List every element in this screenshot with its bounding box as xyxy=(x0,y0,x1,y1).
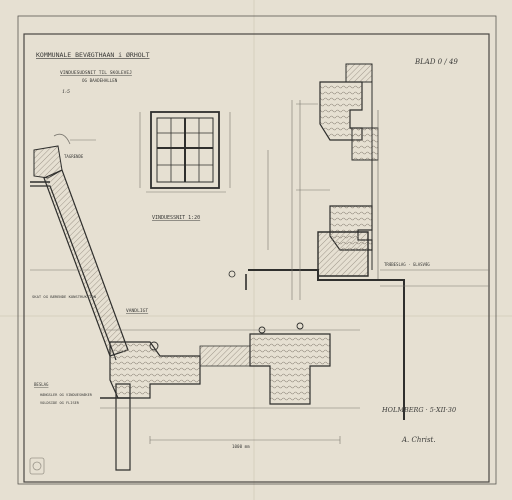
bottom-dimension: 1000 mm xyxy=(232,444,250,449)
side-note: SKAT OG BÆRENDE KONSTRUKTION xyxy=(32,294,97,299)
inner-border xyxy=(23,33,490,483)
footnote-1: BESLAG xyxy=(34,382,49,387)
signature: A. Christ. xyxy=(401,436,436,444)
date-stamp: HOLMBERG · 5·XII·30 xyxy=(381,406,456,414)
footnote-3: VOLDSIDE OG FLISER xyxy=(40,401,80,405)
window-elevation xyxy=(139,111,231,193)
vertical-window-section xyxy=(228,63,490,420)
sheet-subtitle-2: OG BAADEHALLEN xyxy=(82,78,118,83)
archive-stamp-icon xyxy=(29,457,45,475)
sheet-number: BLAD 0 / 49 xyxy=(414,58,458,66)
detail-caption: VANDLIGT xyxy=(126,308,148,314)
roof-gutter-section xyxy=(30,133,129,361)
horizontal-sill-section xyxy=(100,322,360,471)
outer-border xyxy=(17,15,497,485)
gutter-label: TAGRENDE xyxy=(64,154,84,159)
right-label: TRÆBESLAG · GLASVÆG xyxy=(384,262,430,267)
sheet-title: KOMMUNALE BEVÆGTHAAN i ØRHOLT xyxy=(36,51,150,59)
window-caption: VINDUESSNIT 1:20 xyxy=(152,215,200,221)
sheet-subtitle-1: VINDUESUDSNIT TIL SKOLEVEJ xyxy=(60,70,132,76)
scale-note: 1:5 xyxy=(62,89,70,95)
footnote-2: HÆNGSLER OG VINDUESHÆKER xyxy=(40,393,93,397)
